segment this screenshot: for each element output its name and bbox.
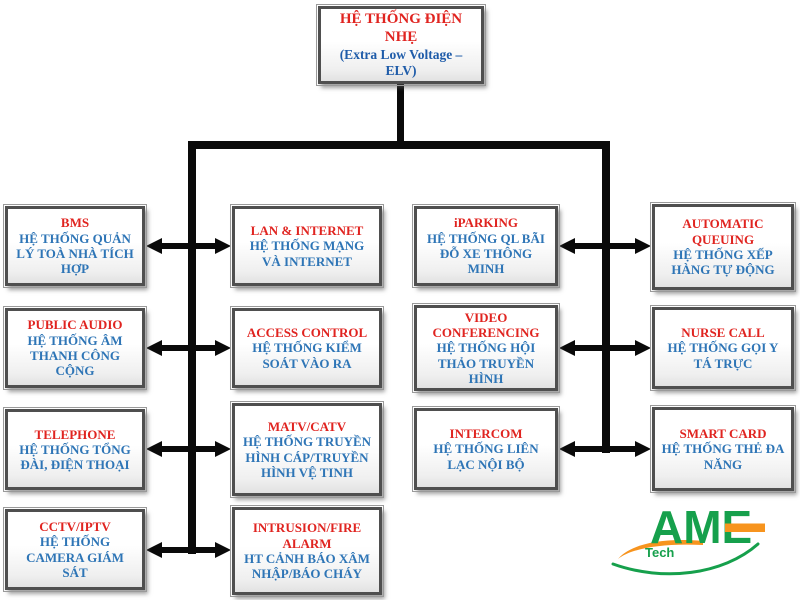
node-matv-catv: MATV/CATV HỆ THỐNG TRUYỀN HÌNH CÁP/TRUYỀ…	[230, 401, 384, 498]
arrow-row1-right	[559, 238, 651, 254]
node-subtitle: HỆ THỐNG THẺ ĐA NĂNG	[661, 441, 785, 472]
root-stem-line	[397, 84, 404, 146]
node-subtitle: (Extra Low Voltage – ELV)	[339, 46, 463, 78]
logo-green-swoosh	[611, 542, 760, 576]
node-bms: BMS HỆ THỐNG QUẢN LÝ TOÀ NHÀ TÍCH HỢP	[3, 204, 147, 288]
node-subtitle: HỆ THỐNG XẾP HÀNG TỰ ĐỘNG	[671, 247, 775, 278]
node-lan-internet: LAN & INTERNET HỆ THỐNG MẠNG VÀ INTERNET	[230, 204, 384, 288]
node-automatic-queuing: AUTOMATIC QUEUING HỆ THỐNG XẾP HÀNG TỰ Đ…	[650, 202, 796, 292]
node-iparking: iPARKING HỆ THỐNG QL BÃI ĐỖ XE THÔNG MIN…	[412, 204, 560, 288]
node-subtitle: HT CẢNH BÁO XÂM NHẬP/BÁO CHÁY	[244, 551, 370, 582]
node-telephone: TELEPHONE HỆ THỐNG TỔNG ĐÀI, ĐIỆN THOẠI	[3, 407, 147, 492]
node-root: HỆ THỐNG ĐIỆN NHẸ (Extra Low Voltage – E…	[316, 4, 486, 86]
node-title: INTERCOM	[449, 426, 523, 441]
node-title: AUTOMATIC QUEUING	[682, 216, 764, 247]
node-smart-card: SMART CARD HỆ THỐNG THẺ ĐA NĂNG	[650, 405, 796, 493]
node-title: MATV/CATV	[267, 418, 347, 434]
ame-tech-logo-graphic: AME Tech	[611, 501, 765, 576]
horizontal-bus-line	[188, 141, 610, 149]
node-subtitle: HỆ THỐNG TRUYỀN HÌNH CÁP/TRUYỀN HÌNH VỆ …	[242, 434, 372, 480]
node-title: SMART CARD	[679, 426, 767, 441]
arrow-row3-right	[559, 441, 651, 457]
node-title: VIDEO CONFERENCING	[432, 309, 540, 341]
arrow-row3-left	[146, 441, 231, 457]
logo-e-accent-bar	[725, 523, 765, 532]
node-title: PUBLIC AUDIO	[27, 317, 123, 333]
node-subtitle: HỆ THỐNG KIỂM SOÁT VÀO RA	[252, 340, 362, 371]
arrow-row2-right	[559, 340, 651, 356]
logo-sub-text: Tech	[645, 545, 674, 560]
node-subtitle: HỆ THỐNG MẠNG VÀ INTERNET	[249, 238, 365, 269]
node-title: TELEPHONE	[34, 426, 116, 442]
node-public-audio: PUBLIC AUDIO HỆ THỐNG ÂM THANH CÔNG CỘNG	[3, 306, 147, 390]
node-title: NURSE CALL	[681, 325, 765, 340]
branch-arrows	[146, 238, 651, 558]
node-subtitle: HỆ THỐNG HỘI THẢO TRUYỀN HÌNH	[436, 340, 536, 386]
arrow-row2-left	[146, 340, 231, 356]
node-title: CCTV/IPTV	[39, 518, 111, 534]
right-trunk-line	[602, 141, 610, 453]
node-title: iPARKING	[453, 215, 519, 231]
node-title: ACCESS CONTROL	[246, 325, 368, 340]
node-subtitle: HỆ THỐNG CAMERA GIÁM SÁT	[26, 534, 124, 580]
node-title: LAN & INTERNET	[250, 223, 364, 238]
ame-tech-logo: AME Tech	[608, 496, 794, 598]
node-access-control: ACCESS CONTROL HỆ THỐNG KIỂM SOÁT VÀO RA	[230, 306, 384, 390]
node-subtitle: HỆ THỐNG QL BÃI ĐỖ XE THÔNG MINH	[427, 230, 545, 277]
node-cctv-iptv: CCTV/IPTV HỆ THỐNG CAMERA GIÁM SÁT	[3, 507, 147, 592]
node-subtitle: HỆ THỐNG LIÊN LẠC NỘI BỘ	[433, 441, 539, 472]
node-title: INTRUSION/FIRE ALARM	[252, 520, 362, 551]
node-subtitle: HỆ THỐNG QUẢN LÝ TOÀ NHÀ TÍCH HỢP	[16, 230, 134, 277]
arrow-row1-left	[146, 238, 231, 254]
node-intrusion-fire-alarm: INTRUSION/FIRE ALARM HT CẢNH BÁO XÂM NHẬ…	[230, 505, 384, 597]
node-title: BMS	[60, 215, 90, 231]
node-video-conferencing: VIDEO CONFERENCING HỆ THỐNG HỘI THẢO TRU…	[412, 303, 560, 393]
arrow-row4-left	[146, 542, 231, 558]
logo-orange-swoosh	[618, 540, 703, 559]
node-title: HỆ THỐNG ĐIỆN NHẸ	[339, 11, 463, 46]
node-subtitle: HỆ THỐNG GỌI Y TÁ TRỰC	[667, 340, 779, 371]
node-nurse-call: NURSE CALL HỆ THỐNG GỌI Y TÁ TRỰC	[650, 305, 796, 391]
node-subtitle: HỆ THỐNG TỔNG ĐÀI, ĐIỆN THOẠI	[19, 441, 131, 473]
node-subtitle: HỆ THỐNG ÂM THANH CÔNG CỘNG	[27, 332, 123, 379]
node-intercom: INTERCOM HỆ THỐNG LIÊN LẠC NỘI BỘ	[412, 406, 560, 492]
